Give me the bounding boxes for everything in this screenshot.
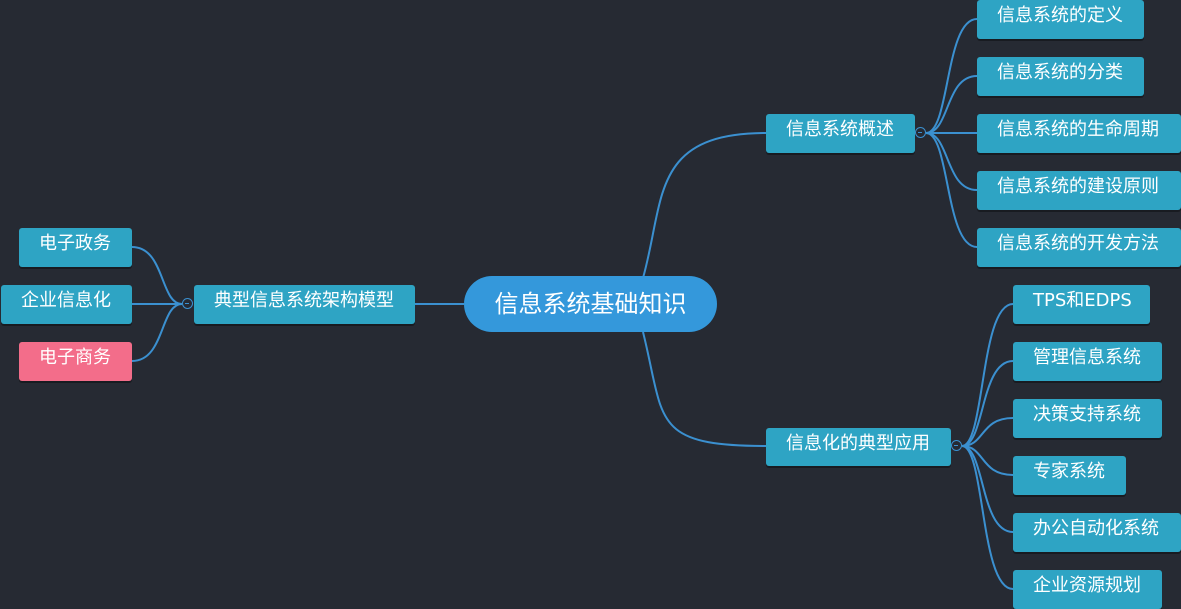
collapse-minus-icon[interactable] [182, 298, 193, 309]
topic-expert-system-label: 专家系统 [1033, 461, 1105, 482]
topic-overview-label: 信息系统概述 [786, 119, 894, 140]
topic-is-classification-label: 信息系统的分类 [997, 62, 1123, 83]
topic-e-government[interactable]: 电子政务 [19, 228, 132, 267]
connector-overview-child [925, 132, 978, 248]
topic-is-construction-principles[interactable]: 信息系统的建设原则 [977, 171, 1181, 210]
topic-mis[interactable]: 管理信息系统 [1013, 342, 1162, 381]
connector-architecture-child [131, 303, 183, 362]
connector-applications-child [961, 360, 1014, 447]
topic-expert-system[interactable]: 专家系统 [1013, 456, 1126, 495]
topic-mis-label: 管理信息系统 [1033, 347, 1141, 368]
connector-applications-child [961, 417, 1014, 447]
connector-applications-child [961, 445, 1014, 590]
topic-is-definition[interactable]: 信息系统的定义 [977, 0, 1144, 39]
topic-is-development-methods[interactable]: 信息系统的开发方法 [977, 228, 1181, 267]
topic-oa-system[interactable]: 办公自动化系统 [1013, 513, 1181, 552]
root-topic[interactable]: 信息系统基础知识 [464, 276, 717, 332]
connector-applications-child [961, 445, 1014, 533]
topic-oa-system-label: 办公自动化系统 [1033, 518, 1159, 539]
connector-overview-child [925, 18, 978, 134]
topic-architecture-models-label: 典型信息系统架构模型 [214, 290, 394, 311]
connector-architecture-child [131, 246, 183, 305]
connector-overview-child [925, 75, 978, 134]
topic-enterprise-informatization-label: 企业信息化 [21, 290, 111, 311]
topic-is-definition-label: 信息系统的定义 [997, 5, 1123, 26]
topic-is-lifecycle[interactable]: 信息系统的生命周期 [977, 114, 1181, 153]
topic-tps-edps[interactable]: TPS和EDPS [1013, 285, 1150, 324]
topic-e-government-label: 电子政务 [39, 233, 111, 254]
topic-erp-label: 企业资源规划 [1033, 575, 1141, 596]
topic-overview[interactable]: 信息系统概述 [766, 114, 915, 153]
topic-tps-edps-label: TPS和EDPS [1033, 290, 1132, 311]
connector-applications-child [961, 303, 1014, 447]
collapse-minus-icon[interactable] [915, 127, 926, 138]
topic-architecture-models[interactable]: 典型信息系统架构模型 [194, 285, 415, 324]
topic-dss[interactable]: 决策支持系统 [1013, 399, 1162, 438]
topic-erp[interactable]: 企业资源规划 [1013, 570, 1162, 609]
topic-is-classification[interactable]: 信息系统的分类 [977, 57, 1144, 96]
collapse-minus-icon[interactable] [951, 440, 962, 451]
topic-dss-label: 决策支持系统 [1033, 404, 1141, 425]
topic-e-commerce[interactable]: 电子商务 [19, 342, 132, 381]
topic-e-commerce-label: 电子商务 [39, 347, 111, 368]
root-topic-label: 信息系统基础知识 [494, 290, 687, 318]
topic-enterprise-informatization[interactable]: 企业信息化 [1, 285, 132, 324]
topic-is-construction-principles-label: 信息系统的建设原则 [997, 176, 1159, 197]
topic-typical-applications-label: 信息化的典型应用 [786, 433, 930, 454]
connector-root-overview [642, 132, 767, 279]
connector-overview-child [925, 132, 978, 191]
connector-root-applications [642, 331, 767, 447]
connector-applications-child [961, 445, 1014, 476]
topic-typical-applications[interactable]: 信息化的典型应用 [766, 428, 951, 466]
topic-is-development-methods-label: 信息系统的开发方法 [997, 233, 1159, 254]
topic-is-lifecycle-label: 信息系统的生命周期 [997, 119, 1159, 140]
